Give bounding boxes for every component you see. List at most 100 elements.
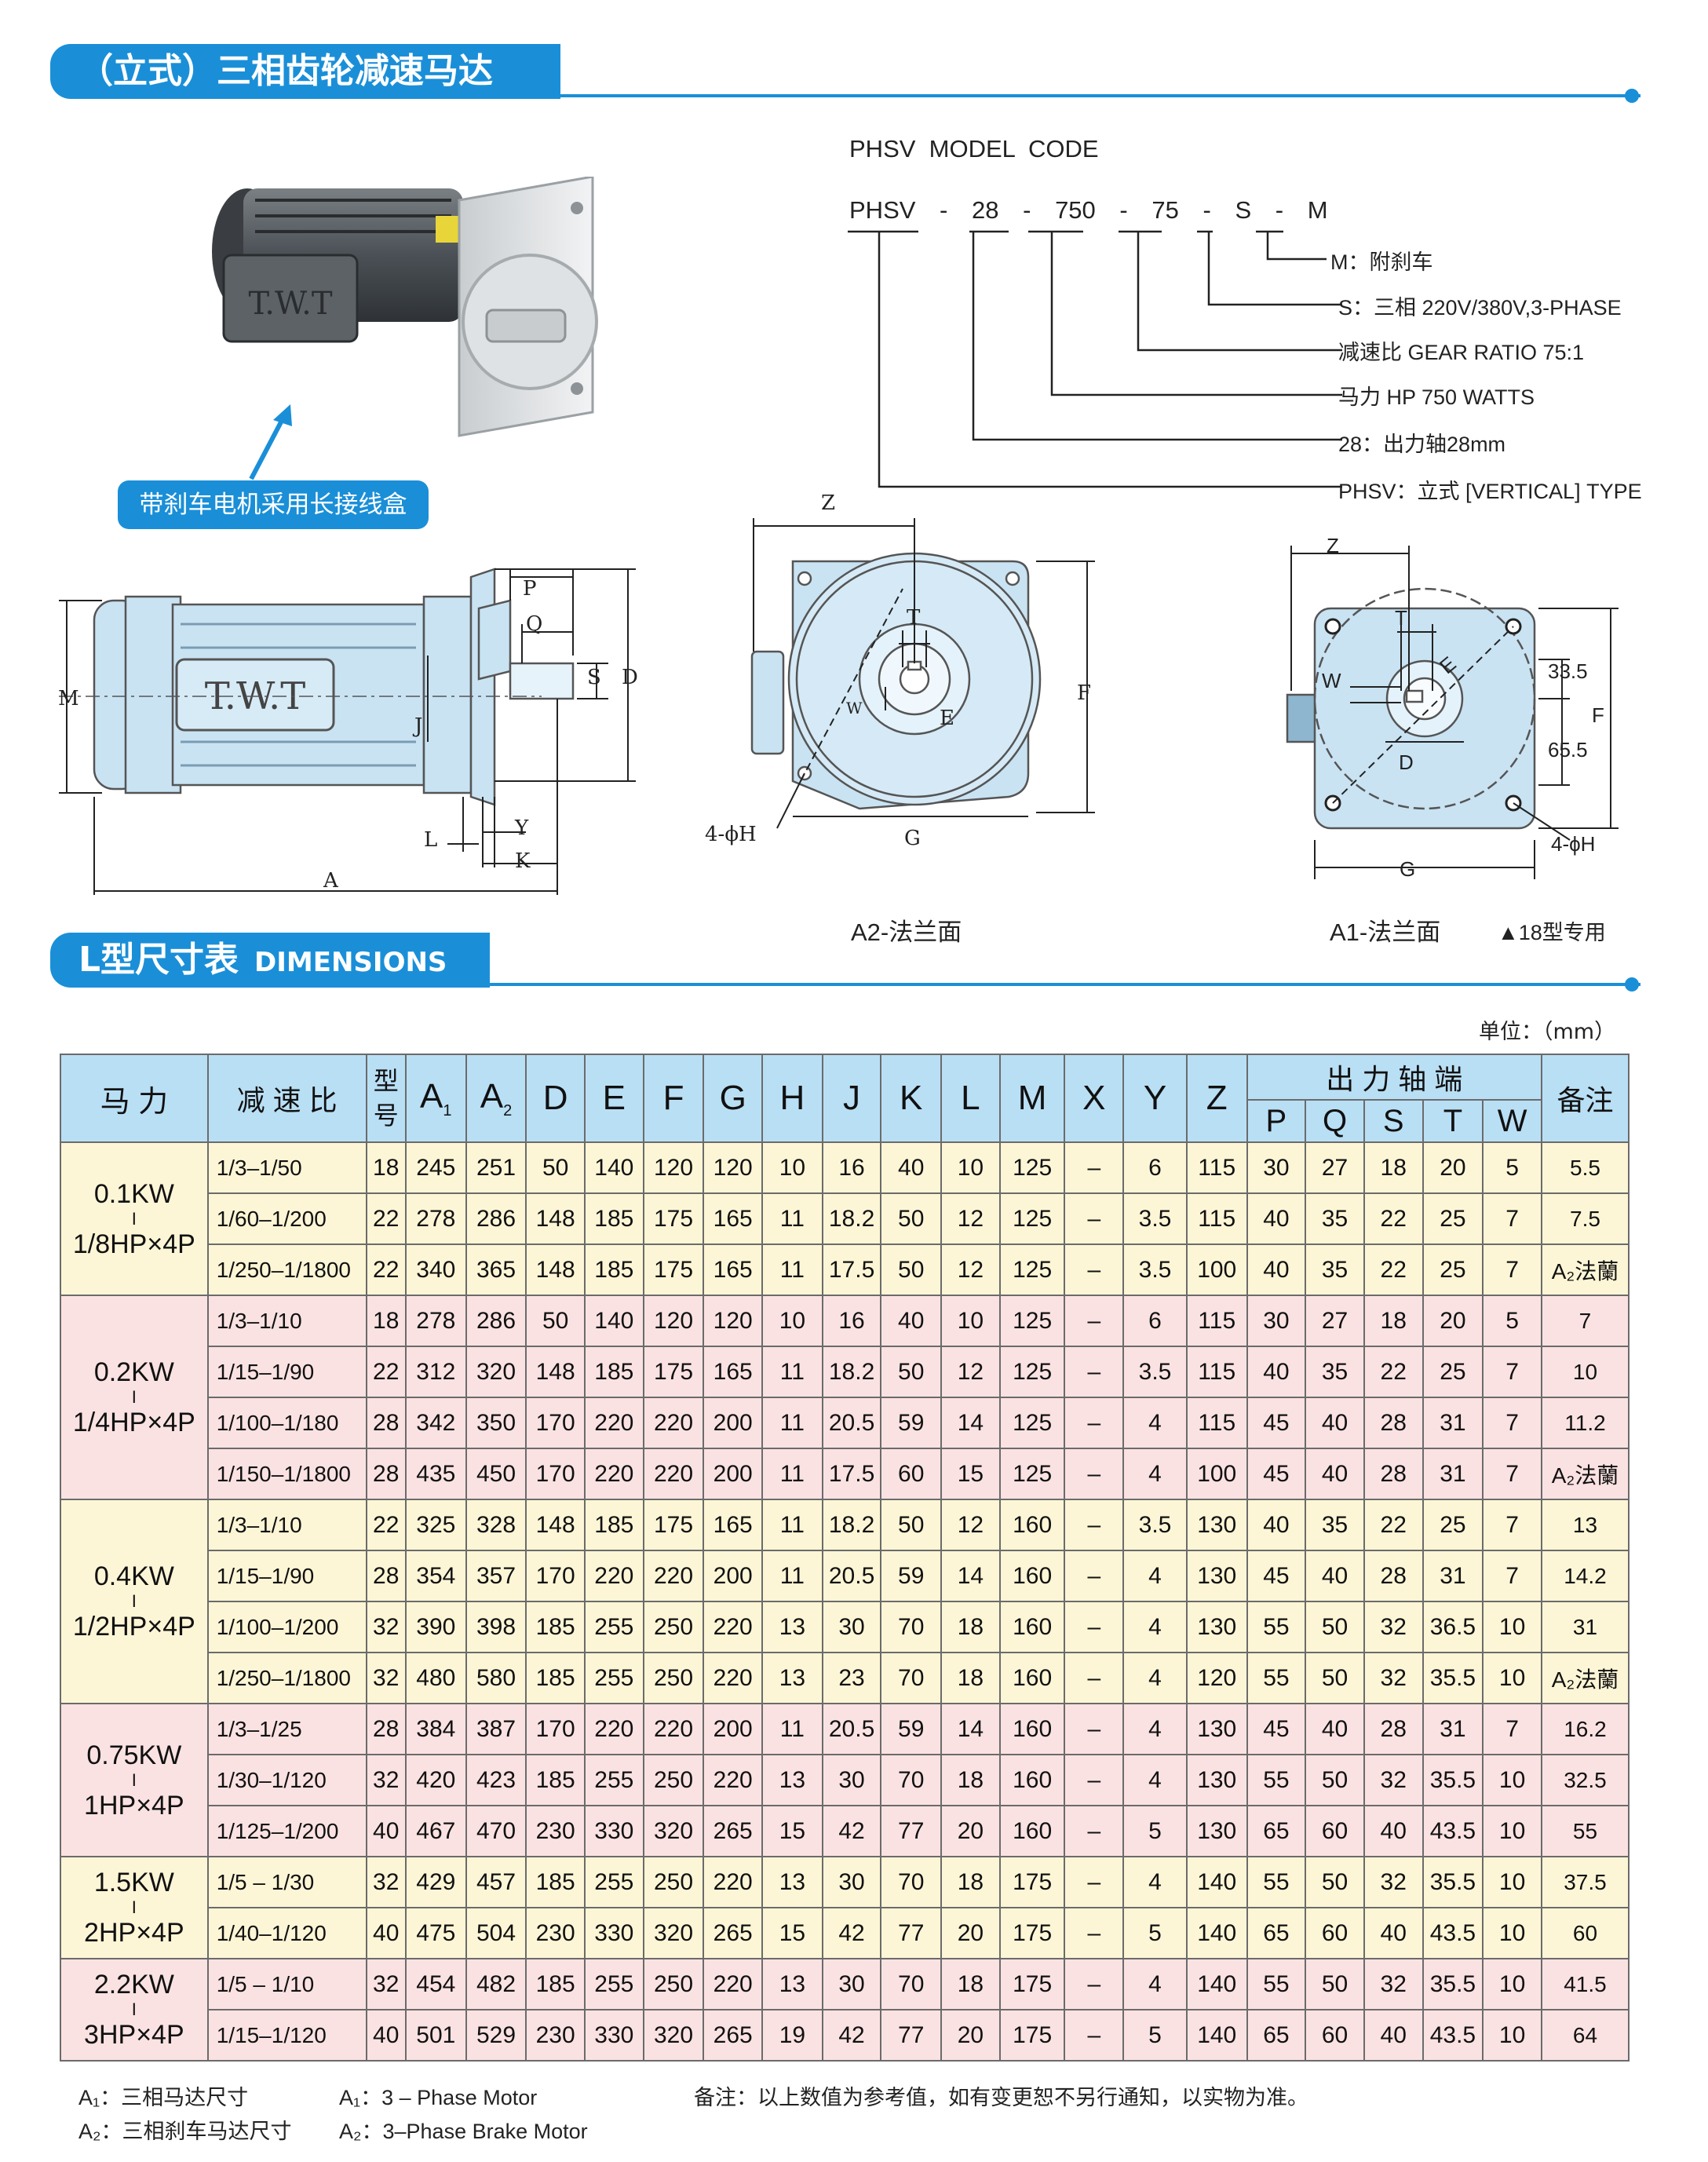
table-cell: 25 (1422, 1192, 1484, 1245)
dimensions-table: 马 力 减 速 比 型号 A1 A2 D E F G H J K L M X Y… (60, 1054, 1630, 2062)
table-cell: 10 (761, 1295, 823, 1347)
table-cell: 175 (642, 1192, 705, 1245)
table-cell: – (1064, 1141, 1125, 1194)
power-line: 2.2KW (93, 1970, 174, 1999)
table-cell: 140 (1185, 1856, 1248, 1908)
table-cell: 3.5 (1122, 1346, 1188, 1398)
table-cell: 580 (465, 1652, 527, 1704)
table-cell: 18 (1363, 1141, 1424, 1194)
a1-label-d: D (1399, 750, 1414, 774)
a1-label-f: F (1592, 703, 1604, 727)
ratio-cell: 1/60–1/200 (206, 1192, 367, 1245)
table-cell: 320 (465, 1346, 527, 1398)
table-cell: 342 (404, 1397, 467, 1449)
table-cell: 148 (525, 1499, 586, 1551)
table-cell: 25 (1422, 1499, 1484, 1551)
table-cell: 165 (703, 1244, 764, 1296)
note-cell: 7 (1540, 1295, 1630, 1347)
table-cell: 330 (584, 1805, 644, 1857)
section-header-motor: （立式）三相齿轮减速马达 (50, 44, 1651, 103)
table-cell: 50 (1305, 1601, 1365, 1653)
table-cell: 18 (940, 1652, 1001, 1704)
table-cell: 148 (525, 1346, 586, 1398)
header-k: K (880, 1054, 943, 1143)
a2-label-z: Z (821, 491, 836, 515)
table-cell: 50 (1305, 1754, 1365, 1806)
table-cell: 55 (1246, 1601, 1307, 1653)
table-cell: 18 (1363, 1295, 1424, 1347)
table-cell: 35.5 (1422, 1652, 1484, 1704)
table-cell: 384 (404, 1703, 467, 1755)
table-cell: 220 (584, 1703, 644, 1755)
table-cell: 13 (761, 1958, 823, 2010)
table-cell: 28 (365, 1397, 407, 1449)
table-cell: 35 (1305, 1192, 1365, 1245)
table-cell: 40 (1305, 1703, 1365, 1755)
header-q: Q (1305, 1099, 1365, 1143)
note-cell: 16.2 (1540, 1703, 1630, 1755)
table-cell: 10 (940, 1295, 1001, 1347)
table-cell: 4 (1122, 1397, 1188, 1449)
power-separator: I (131, 1208, 137, 1229)
table-cell: – (1064, 1805, 1125, 1857)
table-cell: 125 (998, 1192, 1066, 1245)
table-cell: 7 (1482, 1499, 1542, 1551)
table-cell: 10 (940, 1141, 1001, 1194)
table-cell: – (1064, 1550, 1125, 1602)
table-cell: 200 (703, 1550, 764, 1602)
table-cell: 30 (821, 1958, 882, 2010)
code-dash: - (1023, 196, 1031, 224)
table-cell: 22 (365, 1192, 407, 1245)
table-cell: 36.5 (1422, 1601, 1484, 1653)
note-cell: 31 (1540, 1601, 1630, 1653)
table-cell: 55 (1246, 1958, 1307, 2010)
table-cell: 4 (1122, 1601, 1188, 1653)
table-cell: 200 (703, 1397, 764, 1449)
ratio-cell: 1/15–1/90 (206, 1550, 367, 1602)
a1-label-g: G (1400, 857, 1416, 881)
table-cell: 140 (584, 1295, 644, 1347)
table-cell: 140 (584, 1141, 644, 1194)
a2-caption: A2-法兰面 (851, 918, 962, 946)
footnote-a1-en: A₁：3 – Phase Motor (339, 2086, 538, 2109)
table-cell: 115 (1185, 1192, 1248, 1245)
code-desc-ratio: 减速比 GEAR RATIO 75:1 (1338, 341, 1585, 364)
code-desc-type: PHSV：立式 [VERTICAL] TYPE (1338, 480, 1642, 503)
a2-label-t: T (907, 606, 921, 630)
footnote-a2-en: A₂：3–Phase Brake Motor (339, 2120, 588, 2143)
table-cell: 19 (761, 2009, 823, 2062)
power-separator: I (131, 1591, 137, 1611)
note-cell: 13 (1540, 1499, 1630, 1551)
table-cell: 3.5 (1122, 1499, 1188, 1551)
code-dash: - (1203, 196, 1211, 224)
table-cell: 467 (404, 1805, 467, 1857)
code-desc-brake: M：附刹车 (1330, 250, 1433, 274)
table-cell: 185 (525, 1754, 586, 1806)
table-cell: 65 (1246, 1907, 1307, 1959)
table-cell: 10 (1482, 1601, 1542, 1653)
code-dash: - (940, 196, 948, 224)
a1-caption: A1-法兰面 (1330, 918, 1441, 946)
table-cell: 14 (940, 1550, 1001, 1602)
table-cell: – (1064, 1958, 1125, 2010)
table-cell: 32 (1363, 1958, 1424, 2010)
table-cell: 15 (940, 1448, 1001, 1500)
table-cell: 50 (1305, 1958, 1365, 2010)
dim-label-k: K (515, 849, 531, 873)
table-cell: 387 (465, 1703, 527, 1755)
table-cell: 165 (703, 1346, 764, 1398)
table-cell: 28 (1363, 1550, 1424, 1602)
table-cell: 32 (365, 1856, 407, 1908)
a1-label-t: T (1395, 606, 1407, 630)
side-view-drawing: T.W.T (59, 568, 636, 895)
table-cell: 28 (365, 1703, 407, 1755)
